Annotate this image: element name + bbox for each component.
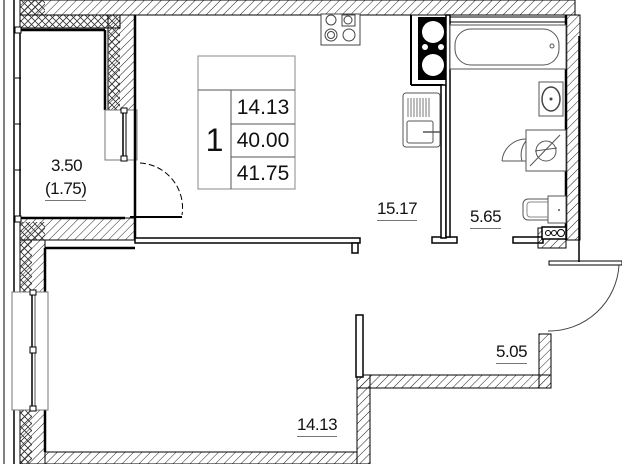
toilet-icon — [522, 195, 567, 224]
top-wall — [19, 0, 576, 29]
rooms-count: 1 — [205, 121, 224, 158]
total-area-with-balcony-value: 41.75 — [236, 161, 290, 185]
living-area-value: 14.13 — [236, 95, 290, 119]
balcony-wall — [19, 14, 136, 241]
balcony-area-label: 3.50 — [51, 156, 83, 175]
kitchen-area-label: 15.17 — [377, 200, 418, 221]
living-room-area-label: 14.13 — [297, 416, 338, 437]
washing-machine-icon — [501, 129, 567, 172]
washbasin-icon — [538, 81, 564, 117]
living-room-window — [11, 289, 49, 412]
riser-pipes-icon — [541, 226, 567, 240]
room-info-table — [197, 55, 296, 190]
kitchen-sink-icon — [402, 92, 441, 148]
hallway-area-label: 5.05 — [496, 343, 528, 364]
entrance-door — [547, 240, 622, 332]
stove-icon — [320, 13, 361, 46]
balcony-outline — [14, 26, 125, 223]
bathroom-area-label: 5.65 — [470, 208, 502, 229]
bathtub-icon — [449, 24, 567, 70]
total-area-value: 40.00 — [236, 129, 290, 152]
balcony-door — [130, 162, 184, 218]
balcony-window — [104, 107, 138, 162]
kitchen-walls — [133, 14, 458, 254]
balcony-reduced-area-label: (1.75) — [45, 180, 87, 201]
ventilation-shaft — [418, 17, 446, 80]
bathroom-walls — [450, 14, 581, 249]
living-room-walls — [19, 239, 552, 464]
